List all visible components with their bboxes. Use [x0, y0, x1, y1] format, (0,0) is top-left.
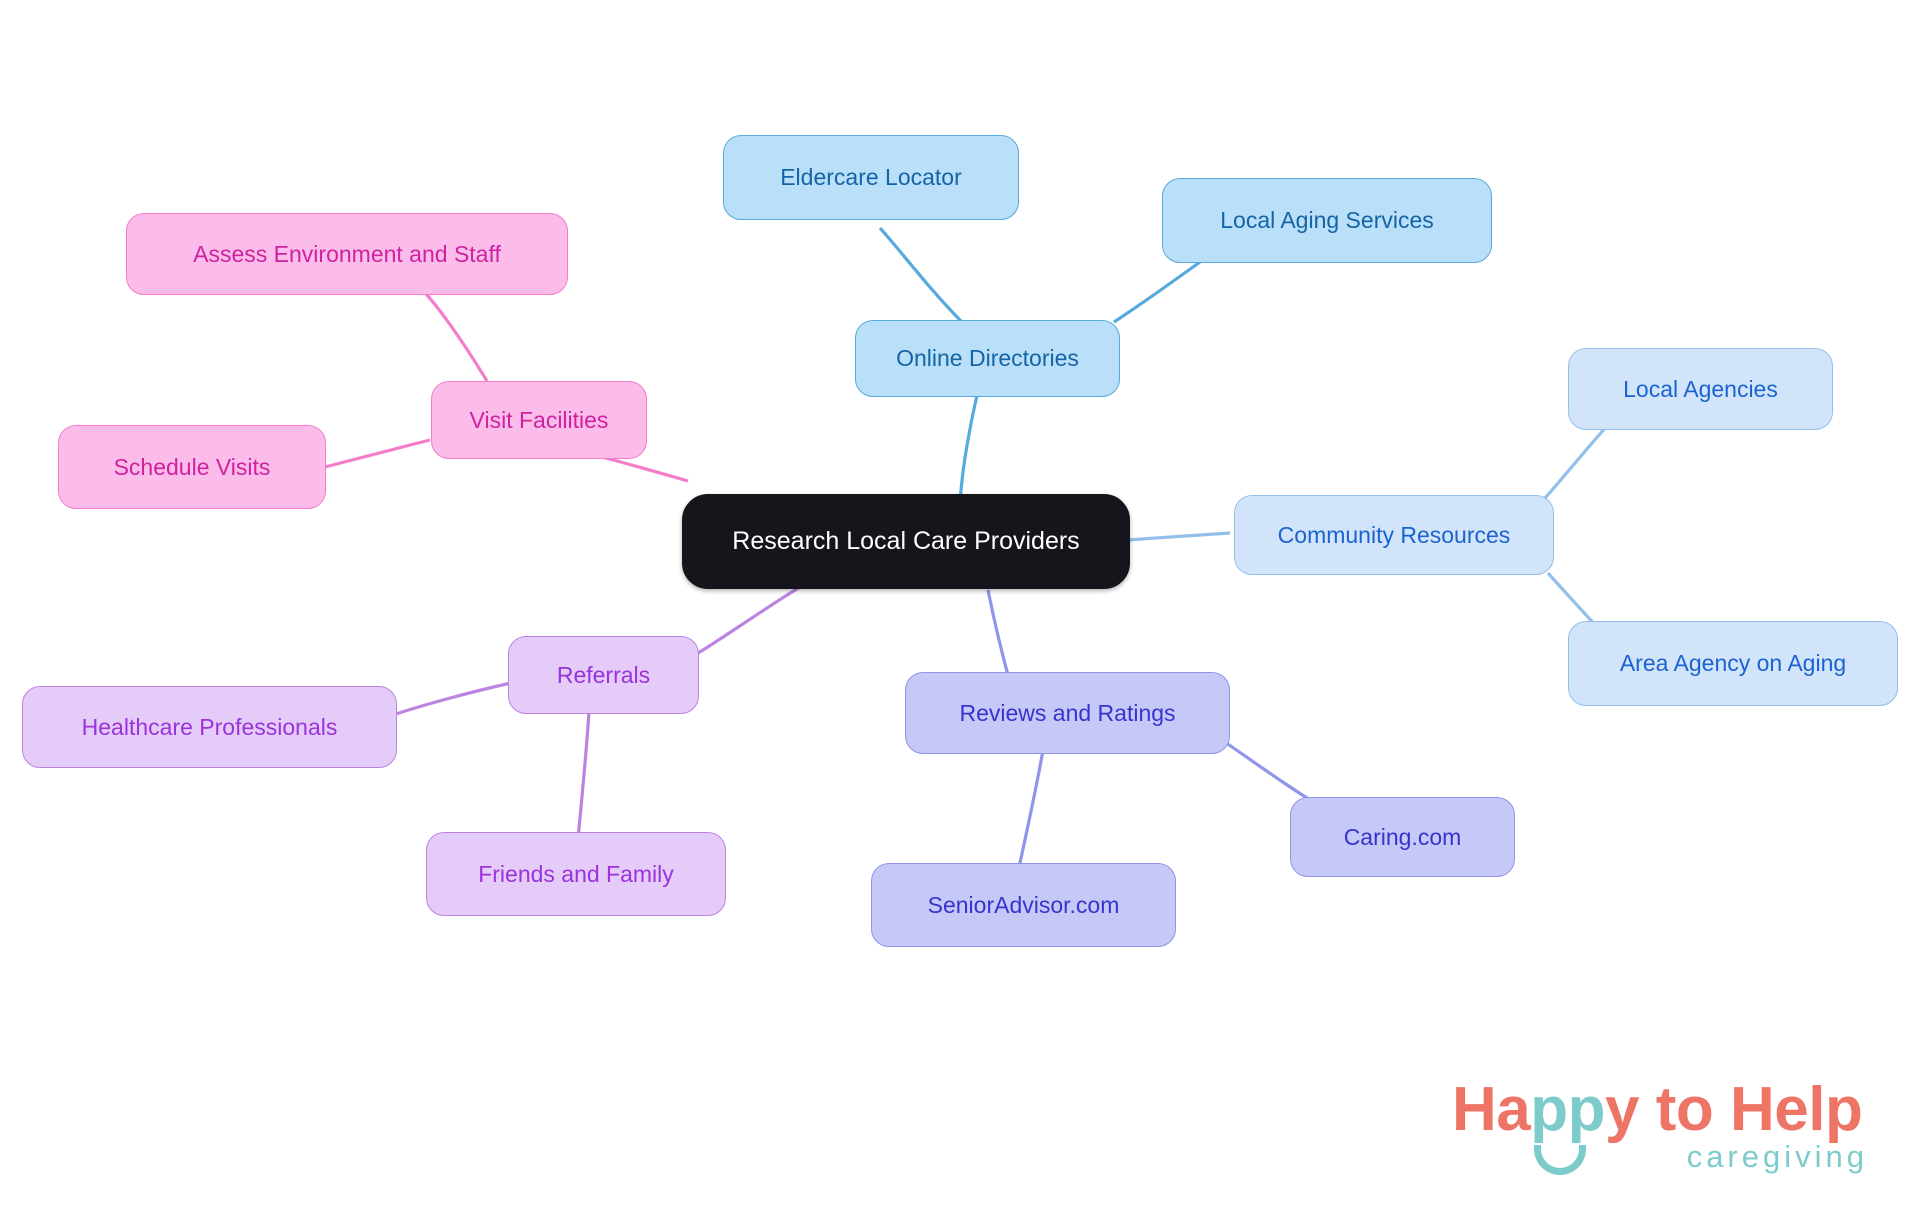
logo-text-pp: pp	[1530, 1075, 1606, 1144]
logo-tagline: caregiving	[1686, 1139, 1868, 1174]
edge-root-referrals	[694, 585, 801, 657]
node-root[interactable]: Research Local Care Providers	[682, 494, 1130, 589]
edge-online-directories-local-aging-services	[1113, 260, 1201, 324]
node-senioradvisor-com-label: SeniorAdvisor.com	[927, 891, 1120, 918]
node-visit-facilities-label: Visit Facilities	[469, 406, 609, 433]
edge-visit-facilities-schedule-visits	[324, 438, 431, 469]
node-friends-and-family-label: Friends and Family	[478, 860, 674, 887]
node-root-label: Research Local Care Providers	[732, 527, 1080, 556]
node-schedule-visits-label: Schedule Visits	[113, 453, 271, 480]
logo-text-ha: Ha	[1452, 1075, 1531, 1144]
node-caring-com[interactable]: Caring.com	[1290, 797, 1515, 877]
edge-root-community-resources	[1126, 531, 1231, 542]
node-online-directories[interactable]: Online Directories	[855, 320, 1120, 397]
node-referrals-label: Referrals	[556, 661, 651, 688]
logo-text-to-help: to Help	[1639, 1075, 1863, 1144]
node-area-agency-on-aging-label: Area Agency on Aging	[1619, 650, 1847, 677]
smile-icon	[1534, 1145, 1586, 1175]
edge-referrals-healthcare-professionals	[395, 681, 512, 716]
node-reviews-and-ratings[interactable]: Reviews and Ratings	[905, 672, 1230, 754]
node-community-resources[interactable]: Community Resources	[1234, 495, 1554, 575]
logo-wordmark: Happy to Help	[1452, 1079, 1872, 1141]
node-area-agency-on-aging[interactable]: Area Agency on Aging	[1568, 621, 1898, 706]
node-local-aging-services-label: Local Aging Services	[1220, 207, 1434, 234]
edge-root-visit-facilities	[597, 454, 689, 483]
node-senioradvisor-com[interactable]: SeniorAdvisor.com	[871, 863, 1176, 947]
node-healthcare-professionals-label: Healthcare Professionals	[81, 713, 338, 740]
node-online-directories-label: Online Directories	[896, 345, 1079, 372]
node-reviews-and-ratings-label: Reviews and Ratings	[959, 699, 1176, 726]
node-local-agencies[interactable]: Local Agencies	[1568, 348, 1833, 430]
node-healthcare-professionals[interactable]: Healthcare Professionals	[22, 686, 397, 768]
edge-referrals-friends-and-family	[576, 710, 591, 841]
node-caring-com-label: Caring.com	[1343, 823, 1462, 850]
node-community-resources-label: Community Resources	[1277, 521, 1511, 548]
node-assess-environment-and-staff-label: Assess Environment and Staff	[193, 240, 501, 267]
node-friends-and-family[interactable]: Friends and Family	[426, 832, 726, 916]
brand-logo: Happy to Help caregiving	[1452, 1079, 1872, 1191]
edge-visit-facilities-assess-environment	[413, 281, 489, 382]
node-referrals[interactable]: Referrals	[508, 636, 699, 714]
logo-text-y: y	[1605, 1075, 1639, 1144]
node-local-aging-services[interactable]: Local Aging Services	[1162, 178, 1492, 263]
node-schedule-visits[interactable]: Schedule Visits	[58, 425, 326, 509]
node-local-agencies-label: Local Agencies	[1623, 375, 1778, 402]
node-eldercare-locator-label: Eldercare Locator	[780, 164, 962, 191]
node-assess-environment-and-staff[interactable]: Assess Environment and Staff	[126, 213, 568, 295]
edge-online-directories-eldercare-locator	[878, 226, 964, 324]
edge-reviews-senioradvisor	[1016, 744, 1046, 873]
node-visit-facilities[interactable]: Visit Facilities	[431, 381, 647, 459]
node-eldercare-locator[interactable]: Eldercare Locator	[723, 135, 1019, 220]
